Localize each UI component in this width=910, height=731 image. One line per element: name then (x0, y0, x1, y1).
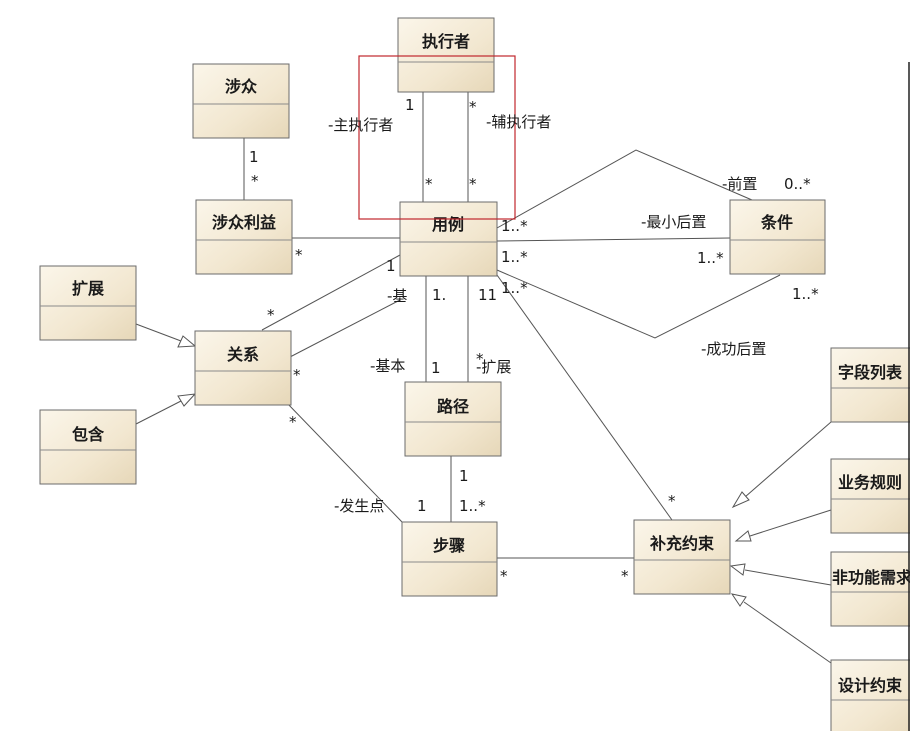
edge-businessrule-constraint (749, 509, 832, 537)
multiplicity: 1..* (459, 497, 486, 515)
multiplicity: * (621, 567, 629, 585)
multiplicity: 0..* (784, 175, 811, 193)
class-include[interactable]: 包含 (39, 409, 137, 485)
class-name: 用例 (432, 215, 464, 234)
class-name: 扩展 (72, 279, 105, 298)
multiplicity: 1 (405, 96, 415, 114)
multiplicity: * (425, 175, 433, 193)
class-step[interactable]: 步骤 (401, 521, 498, 597)
selection-rectangle[interactable] (358, 55, 516, 220)
role-label: -前置 (722, 175, 757, 193)
generalization-lines (135, 323, 832, 664)
class-name: 条件 (760, 213, 793, 232)
multiplicity: * (293, 366, 301, 384)
class-name: 字段列表 (838, 363, 903, 382)
multiplicity: * (500, 567, 508, 585)
class-name: 设计约束 (838, 676, 903, 695)
class-name: 业务规则 (838, 473, 902, 492)
class-condition[interactable]: 条件 (729, 199, 826, 275)
multiplicity: 1 (431, 359, 441, 377)
multiplicity: 1. (432, 286, 446, 304)
class-name: 涉众利益 (212, 213, 276, 232)
multiplicity: 1..* (501, 217, 528, 235)
class-nonfunctional-requirement[interactable]: 非功能需求 (830, 551, 910, 627)
edge-usecase-constraint (496, 274, 673, 521)
class-path[interactable]: 路径 (404, 381, 502, 457)
class-name: 关系 (227, 345, 259, 364)
edge-design-constraint (743, 601, 832, 664)
multiplicity: 1 (249, 148, 259, 166)
class-name: 路径 (437, 397, 469, 416)
multiplicity: 1..* (792, 285, 819, 303)
role-labels: -主执行者 -辅执行者 -前置 -最小后置 -成功后置 -基 -基本 -扩展 -… (328, 113, 766, 515)
association-lines (243, 92, 781, 559)
edge-relation-step (285, 401, 403, 523)
class-stakeholder-interest[interactable]: 涉众利益 (195, 199, 293, 275)
multiplicity: * (668, 492, 676, 510)
class-usecase[interactable]: 用例 (399, 201, 498, 277)
multiplicity: * (476, 350, 484, 368)
class-actor[interactable]: 执行者 (397, 17, 495, 93)
edge-relation-usecase-base (289, 299, 401, 358)
class-name: 包含 (72, 425, 105, 444)
multiplicity: * (469, 98, 477, 116)
multiplicity: 1..* (501, 248, 528, 266)
generalization-arrow-icon (729, 563, 746, 576)
class-supplementary-constraint[interactable]: 补充约束 (633, 519, 731, 595)
multiplicity: * (469, 175, 477, 193)
edge-min-post (496, 237, 731, 242)
role-label: -辅执行者 (486, 113, 551, 131)
generalization-arrow-icon (731, 491, 750, 509)
class-design-constraint[interactable]: 设计约束 (830, 659, 910, 731)
class-relation[interactable]: 关系 (194, 330, 292, 406)
edge-success-post (496, 269, 781, 339)
multiplicity: 1..* (501, 279, 528, 297)
class-name: 执行者 (422, 32, 470, 51)
class-name: 非功能需求 (832, 568, 910, 587)
multiplicity-labels: 1 * * * 1 * * 1 1..* 0..* 1..* 1..* 1..*… (249, 96, 819, 585)
role-label: -扩展 (476, 358, 511, 376)
role-label: -主执行者 (328, 116, 393, 134)
class-stakeholder[interactable]: 涉众 (192, 63, 290, 139)
class-business-rule[interactable]: 业务规则 (830, 458, 910, 534)
class-name: 补充约束 (649, 534, 715, 553)
generalization-arrow-icon (734, 530, 752, 542)
multiplicity: 1 (459, 467, 469, 485)
role-label: -基本 (370, 357, 405, 375)
multiplicity: * (289, 413, 297, 431)
role-label: -成功后置 (701, 340, 766, 358)
multiplicity: * (295, 246, 303, 264)
generalization-arrow-icon (177, 393, 197, 407)
edge-precondition (496, 149, 753, 229)
multiplicity: 11 (478, 286, 497, 304)
edge-nonfunc-constraint (744, 569, 832, 586)
edge-include-relation (135, 400, 182, 425)
edge-extend-relation (135, 323, 182, 342)
multiplicity: 1 (417, 497, 427, 515)
class-name: 涉众 (225, 77, 258, 96)
edge-fieldlist-constraint (744, 421, 832, 498)
class-extend[interactable]: 扩展 (39, 265, 137, 341)
class-name: 步骤 (433, 536, 465, 555)
multiplicity: 1 (386, 257, 396, 275)
multiplicity: 1..* (697, 249, 724, 267)
role-label: -基 (387, 287, 407, 305)
role-label: -发生点 (334, 497, 384, 515)
generalization-arrow-icon (730, 593, 747, 607)
class-field-list[interactable]: 字段列表 (830, 347, 910, 423)
multiplicity: * (267, 306, 275, 324)
edge-relation-usecase-top (261, 254, 401, 331)
multiplicity: * (251, 172, 259, 190)
generalization-arrow-icon (177, 335, 197, 348)
role-label: -最小后置 (641, 213, 706, 231)
